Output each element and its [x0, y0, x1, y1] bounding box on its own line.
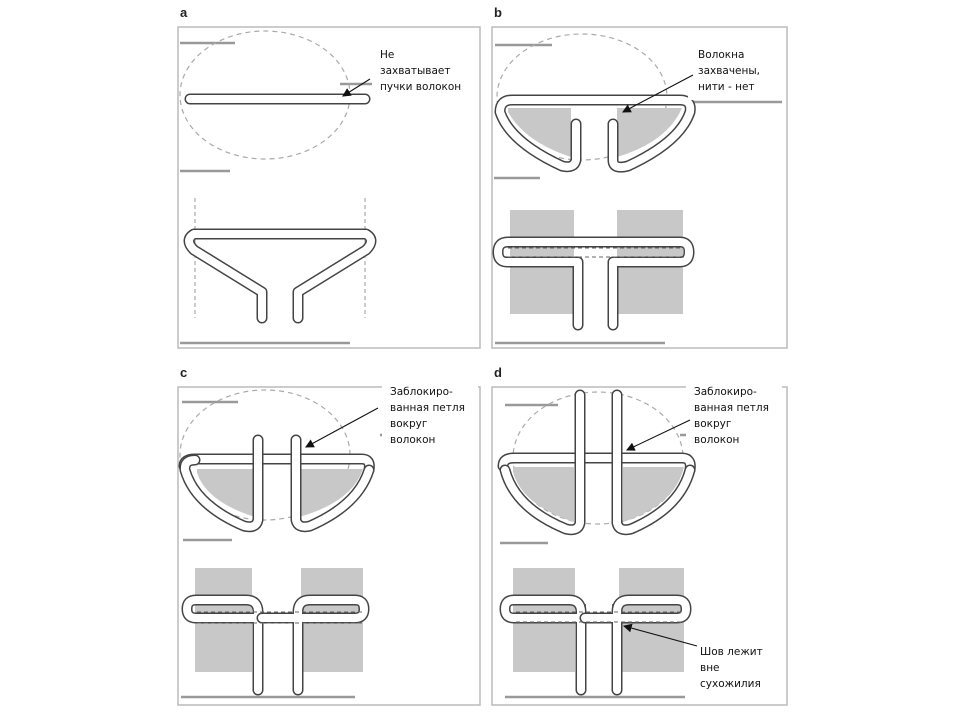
- arrow: [622, 623, 698, 647]
- panel-d-label: d: [494, 365, 502, 380]
- panel-a: Не захватывает пучки волокон: [179, 30, 467, 345]
- arrow: [626, 419, 691, 451]
- panel-d-note2: Шов лежит вне сухожилия: [700, 646, 766, 690]
- arrow: [622, 74, 694, 113]
- panel-b-label: b: [494, 5, 502, 20]
- arrow: [342, 78, 371, 97]
- fiber-bundle-right: [617, 108, 682, 157]
- panel-a-note: Не захватывает пучки волокон: [380, 49, 461, 93]
- panel-c-note: Заблокиро- ванная петля вокруг волокон: [390, 386, 468, 446]
- panel-d-note: Заблокиро- ванная петля вокруг волокон: [694, 386, 772, 446]
- panel-a-label: a: [180, 5, 188, 20]
- fiber-bundle-left: [508, 108, 571, 157]
- arrow: [305, 407, 379, 448]
- panel-d: Заблокиро- ванная петля вокруг волокон Ш…: [497, 382, 782, 699]
- panel-b: Волокна захвачены, нити - нет: [492, 33, 782, 345]
- panel-b-note: Волокна захвачены, нити - нет: [698, 49, 763, 93]
- panel-c: Заблокиро- ванная петля вокруг волокон: [178, 382, 478, 699]
- panel-c-label: c: [180, 365, 187, 380]
